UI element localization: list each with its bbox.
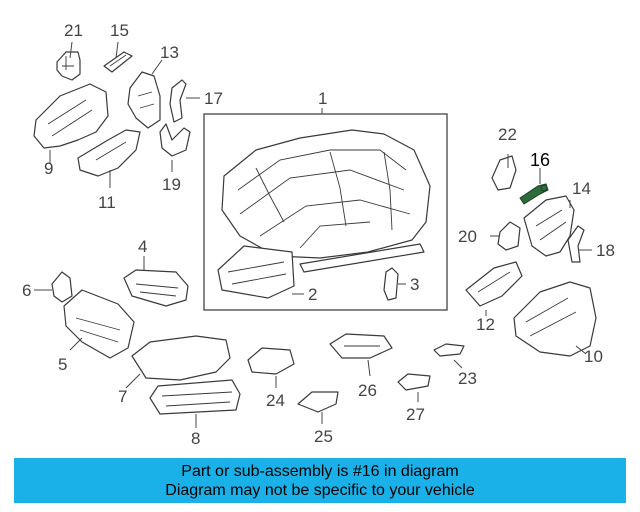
label-13: 13 — [160, 43, 179, 62]
label-3: 3 — [410, 275, 419, 294]
label-14: 14 — [572, 179, 591, 198]
label-15: 15 — [110, 21, 129, 40]
label-21: 21 — [64, 21, 83, 40]
banner-line-2: Diagram may not be specific to your vehi… — [165, 481, 475, 499]
label-20: 20 — [458, 227, 477, 246]
label-26: 26 — [358, 381, 377, 400]
part-16-highlighted — [519, 183, 549, 205]
part-4 — [123, 269, 189, 307]
parts-diagram: 21 15 13 17 9 11 19 1 22 16 14 20 18 12 … — [22, 21, 615, 448]
part-7 — [131, 335, 231, 381]
part-24 — [247, 347, 295, 375]
part-25 — [297, 391, 339, 413]
label-6: 6 — [22, 281, 31, 300]
label-4: 4 — [138, 237, 147, 256]
label-19: 19 — [162, 175, 181, 194]
label-27: 27 — [406, 405, 425, 424]
label-12: 12 — [476, 315, 495, 334]
part-22 — [491, 155, 517, 191]
part-19 — [159, 123, 191, 157]
part-17 — [169, 79, 187, 123]
label-16: 16 — [530, 150, 550, 170]
label-10: 10 — [584, 347, 603, 366]
part-9 — [33, 83, 109, 149]
part-10 — [513, 281, 597, 357]
part-14 — [523, 195, 575, 257]
part-27 — [397, 373, 431, 391]
label-18: 18 — [596, 241, 615, 260]
label-17: 17 — [204, 89, 223, 108]
label-2: 2 — [308, 285, 317, 304]
label-9: 9 — [44, 159, 53, 178]
part-12 — [465, 261, 523, 307]
label-8: 8 — [191, 429, 200, 448]
part-6 — [51, 271, 73, 303]
part-3 — [383, 267, 399, 301]
part-18 — [567, 225, 585, 263]
leader-lines — [34, 41, 592, 428]
part-8 — [149, 379, 241, 415]
info-banner: Part or sub-assembly is #16 in diagram D… — [14, 458, 626, 503]
label-25: 25 — [314, 427, 333, 446]
label-11: 11 — [98, 193, 116, 212]
label-1: 1 — [318, 89, 327, 108]
part-11 — [77, 129, 141, 177]
part-21 — [56, 51, 81, 81]
part-5 — [63, 289, 135, 359]
label-22: 22 — [498, 125, 517, 144]
part-15 — [103, 51, 133, 73]
part-26 — [329, 333, 393, 359]
part-13 — [127, 71, 161, 129]
label-23: 23 — [458, 369, 477, 388]
part-20 — [497, 221, 521, 251]
part-1-frame-box — [203, 113, 448, 311]
part-number-labels: 21 15 13 17 9 11 19 1 22 16 14 20 18 12 … — [22, 21, 615, 448]
banner-line-1: Part or sub-assembly is #16 in diagram — [181, 462, 459, 480]
label-5: 5 — [58, 355, 67, 374]
label-7: 7 — [118, 387, 127, 406]
label-24: 24 — [266, 391, 285, 410]
part-23 — [433, 343, 465, 357]
